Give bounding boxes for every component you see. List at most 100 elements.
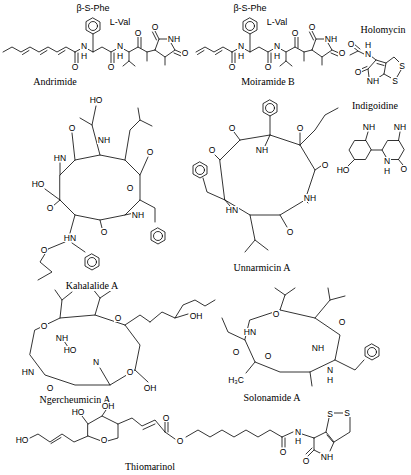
atom-label: OH [143, 384, 158, 393]
residue-tag: L-Val [266, 18, 288, 27]
atom-label: N [294, 428, 302, 437]
atom-label: O [399, 165, 408, 174]
atom-label: O [162, 414, 171, 423]
atom-label: HO [15, 436, 30, 445]
atom-label: HN [225, 206, 239, 215]
atom-label: H [294, 437, 302, 446]
atom-label: O [338, 49, 347, 58]
atom-label: H [116, 52, 124, 61]
atom-label: HN [21, 368, 35, 377]
atom-label: S [391, 77, 399, 86]
atom-label: HO [31, 180, 46, 189]
compound-name: Thiomarinol [124, 462, 176, 472]
atom-label: N [273, 42, 281, 51]
atom-label: O [264, 352, 273, 361]
atom-label: O [71, 63, 80, 72]
atom-label: O [146, 148, 155, 157]
atom-label: S [326, 410, 334, 419]
atom-label: NH [255, 146, 269, 155]
atom-label: N [237, 42, 245, 51]
atom-label: O [134, 29, 143, 38]
atom-label: O [46, 204, 55, 213]
unnarmicin-structure [193, 100, 338, 252]
atom-label: O [107, 63, 116, 72]
moiramide-structure [196, 18, 339, 66]
compound-name: Solonamide A [243, 393, 302, 403]
residue-tag: β-S-Phe [232, 4, 267, 13]
atom-label: O [354, 68, 363, 77]
atom-label: N [383, 157, 391, 166]
atom-label: H [364, 41, 372, 50]
atom-label: HO [71, 408, 86, 417]
atom-label: O [181, 49, 190, 58]
atom-label: N [364, 50, 372, 59]
solonamide-structure [222, 288, 379, 386]
atom-label: O [40, 322, 49, 331]
atom-label: NH [393, 123, 407, 132]
atom-label: NH [55, 334, 69, 343]
atom-label: NH [320, 453, 334, 462]
atom-label: O [291, 29, 300, 38]
atom-label: NH [362, 123, 376, 132]
atom-label: S [343, 409, 351, 418]
atom-label: H₃C [227, 376, 245, 385]
atom-label: HN [53, 154, 67, 163]
atom-label: O [272, 310, 281, 319]
atom-label: HO [63, 346, 78, 355]
atom-label: O [126, 184, 135, 193]
atom-label: O [264, 63, 273, 72]
atom-label: HN [243, 328, 257, 337]
atom-label: NH [167, 35, 181, 44]
compound-name: Andrimide [32, 77, 77, 87]
atom-label: S [398, 62, 406, 71]
atom-label: O [68, 124, 77, 133]
atom-label: N [92, 358, 100, 367]
atom-label: NH [303, 194, 317, 203]
atom-label: HO [89, 96, 104, 105]
atom-label: OH [189, 312, 204, 321]
atom-label: O [176, 437, 185, 446]
atom-label: N [80, 42, 88, 51]
kahalalide-structure [38, 106, 165, 280]
atom-label: O [208, 146, 217, 155]
atom-label: H [326, 376, 334, 385]
atom-label: OH [101, 402, 116, 411]
atom-label: N [116, 42, 124, 51]
compound-name: Moiramide B [240, 77, 296, 87]
atom-label: O [100, 228, 109, 237]
compound-name: Indigoidine [351, 101, 399, 111]
atom-label: O [347, 40, 356, 49]
compound-name: Holomycin [360, 25, 407, 35]
indigoidine-structure [348, 132, 404, 166]
atom-label: O [321, 161, 330, 170]
atom-label: O [232, 348, 241, 357]
atom-label: O [296, 124, 305, 133]
atom-label: H [383, 167, 391, 176]
andrimide-structure [3, 18, 182, 66]
atom-label: O [40, 246, 49, 255]
atom-label: O [46, 384, 55, 393]
atom-label: O [228, 63, 237, 72]
atom-label: NH [366, 77, 380, 86]
compound-name: Unnarmicin A [233, 263, 292, 273]
atom-label: H [273, 52, 281, 61]
atom-label: NH [324, 35, 338, 44]
atom-label: O [114, 314, 123, 323]
atom-label: O [302, 457, 311, 466]
atom-label: O [228, 124, 237, 133]
atom-label: O [100, 436, 109, 445]
thiomarinol-structure [30, 410, 350, 456]
atom-label: HN [63, 234, 77, 243]
atom-label: O [126, 368, 135, 377]
compound-name: Kahalalide A [65, 281, 119, 291]
residue-tag: β-S-Phe [75, 4, 110, 13]
atom-label: O [338, 318, 347, 327]
atom-label: NH [131, 211, 145, 220]
atom-label: O [286, 228, 295, 237]
atom-label: O [151, 23, 160, 32]
holomycin-structure [350, 44, 401, 79]
ngercheumicin-structure [30, 288, 215, 385]
atom-label: O [308, 23, 317, 32]
atom-label: O [279, 448, 288, 457]
